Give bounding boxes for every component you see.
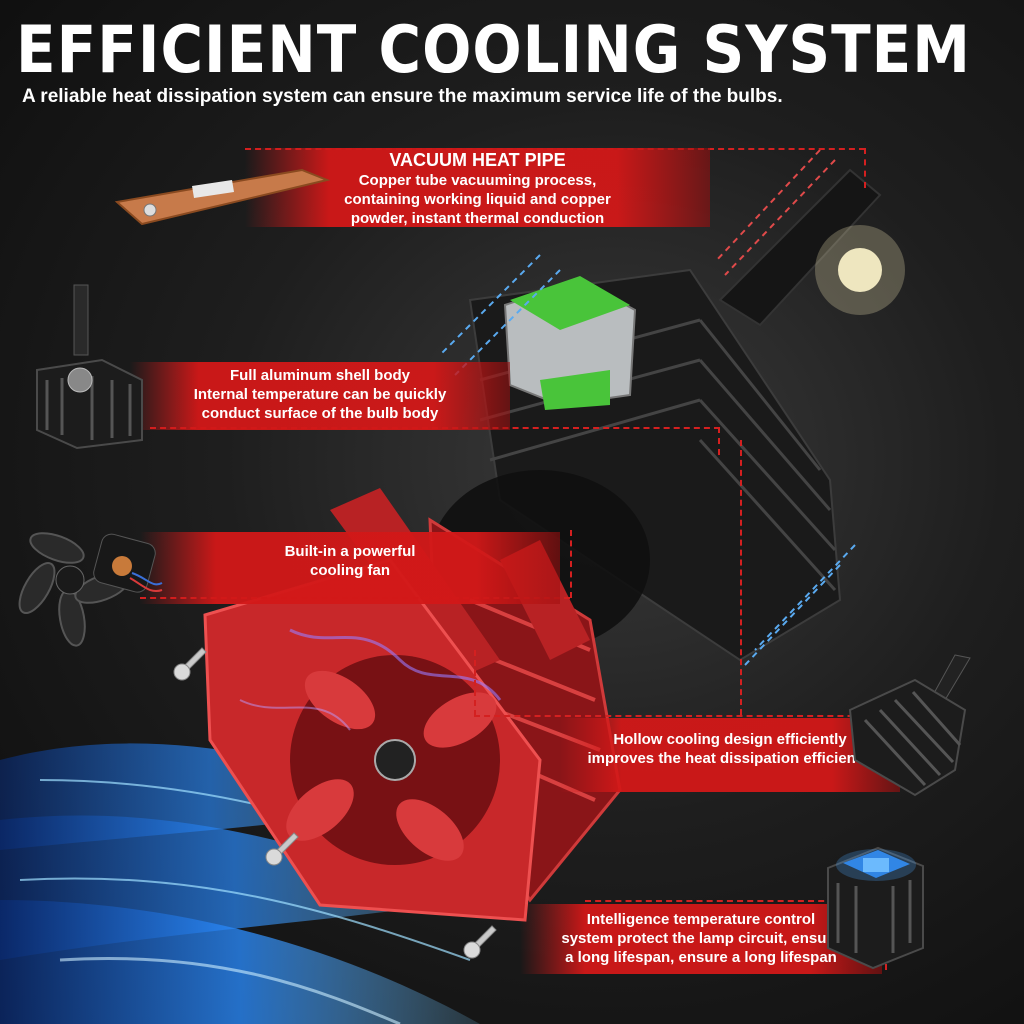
screw-icon — [265, 832, 299, 866]
fan-icon — [18, 532, 163, 647]
heat-pipe-line2: containing working liquid and copper — [344, 191, 611, 208]
page-title: EFFICIENT COOLING SYSTEM — [16, 11, 972, 88]
heat-pipe-line3: powder, instant thermal conduction — [350, 210, 605, 227]
callout-aluminum-shell: Full aluminum shell body Internal temper… — [130, 362, 510, 430]
screw-icon — [463, 925, 497, 959]
callout-hollow-design: Hollow cooling design efficiently improv… — [560, 718, 900, 792]
control-line3: a long lifespan, ensure a long lifespan — [565, 949, 837, 966]
control-line1: Intelligence temperature control — [586, 911, 816, 928]
chip-icon — [827, 846, 924, 970]
hollow-line1: Hollow cooling design efficiently — [613, 731, 847, 748]
callout-temperature-control: Intelligence temperature control system … — [520, 904, 882, 974]
hollow-line2: improves the heat dissipation efficiency — [587, 750, 873, 767]
shell-line3: conduct surface of the bulb body — [201, 405, 439, 422]
heat-pipe-line1: Copper tube vacuuming process, — [358, 172, 597, 189]
callout-heat-pipe: VACUUM HEAT PIPE Copper tube vacuuming p… — [245, 148, 710, 227]
fan-line2: cooling fan — [310, 562, 390, 579]
heatsink-shell-icon — [36, 284, 143, 450]
heat-pipe-icon — [114, 168, 331, 226]
callout-cooling-fan: Built-in a powerful cooling fan — [140, 532, 560, 604]
control-line2: system protect the lamp circuit, ensure — [561, 930, 841, 947]
screw-icon — [173, 647, 207, 681]
shell-line1: Full aluminum shell body — [229, 367, 410, 384]
page-subtitle: A reliable heat dissipation system can e… — [22, 86, 783, 107]
shell-line2: Internal temperature can be quickly — [193, 386, 447, 403]
fan-line1: Built-in a powerful — [284, 543, 416, 560]
hollow-heatsink-icon — [848, 654, 971, 797]
heat-pipe-heading: VACUUM HEAT PIPE — [389, 150, 566, 170]
